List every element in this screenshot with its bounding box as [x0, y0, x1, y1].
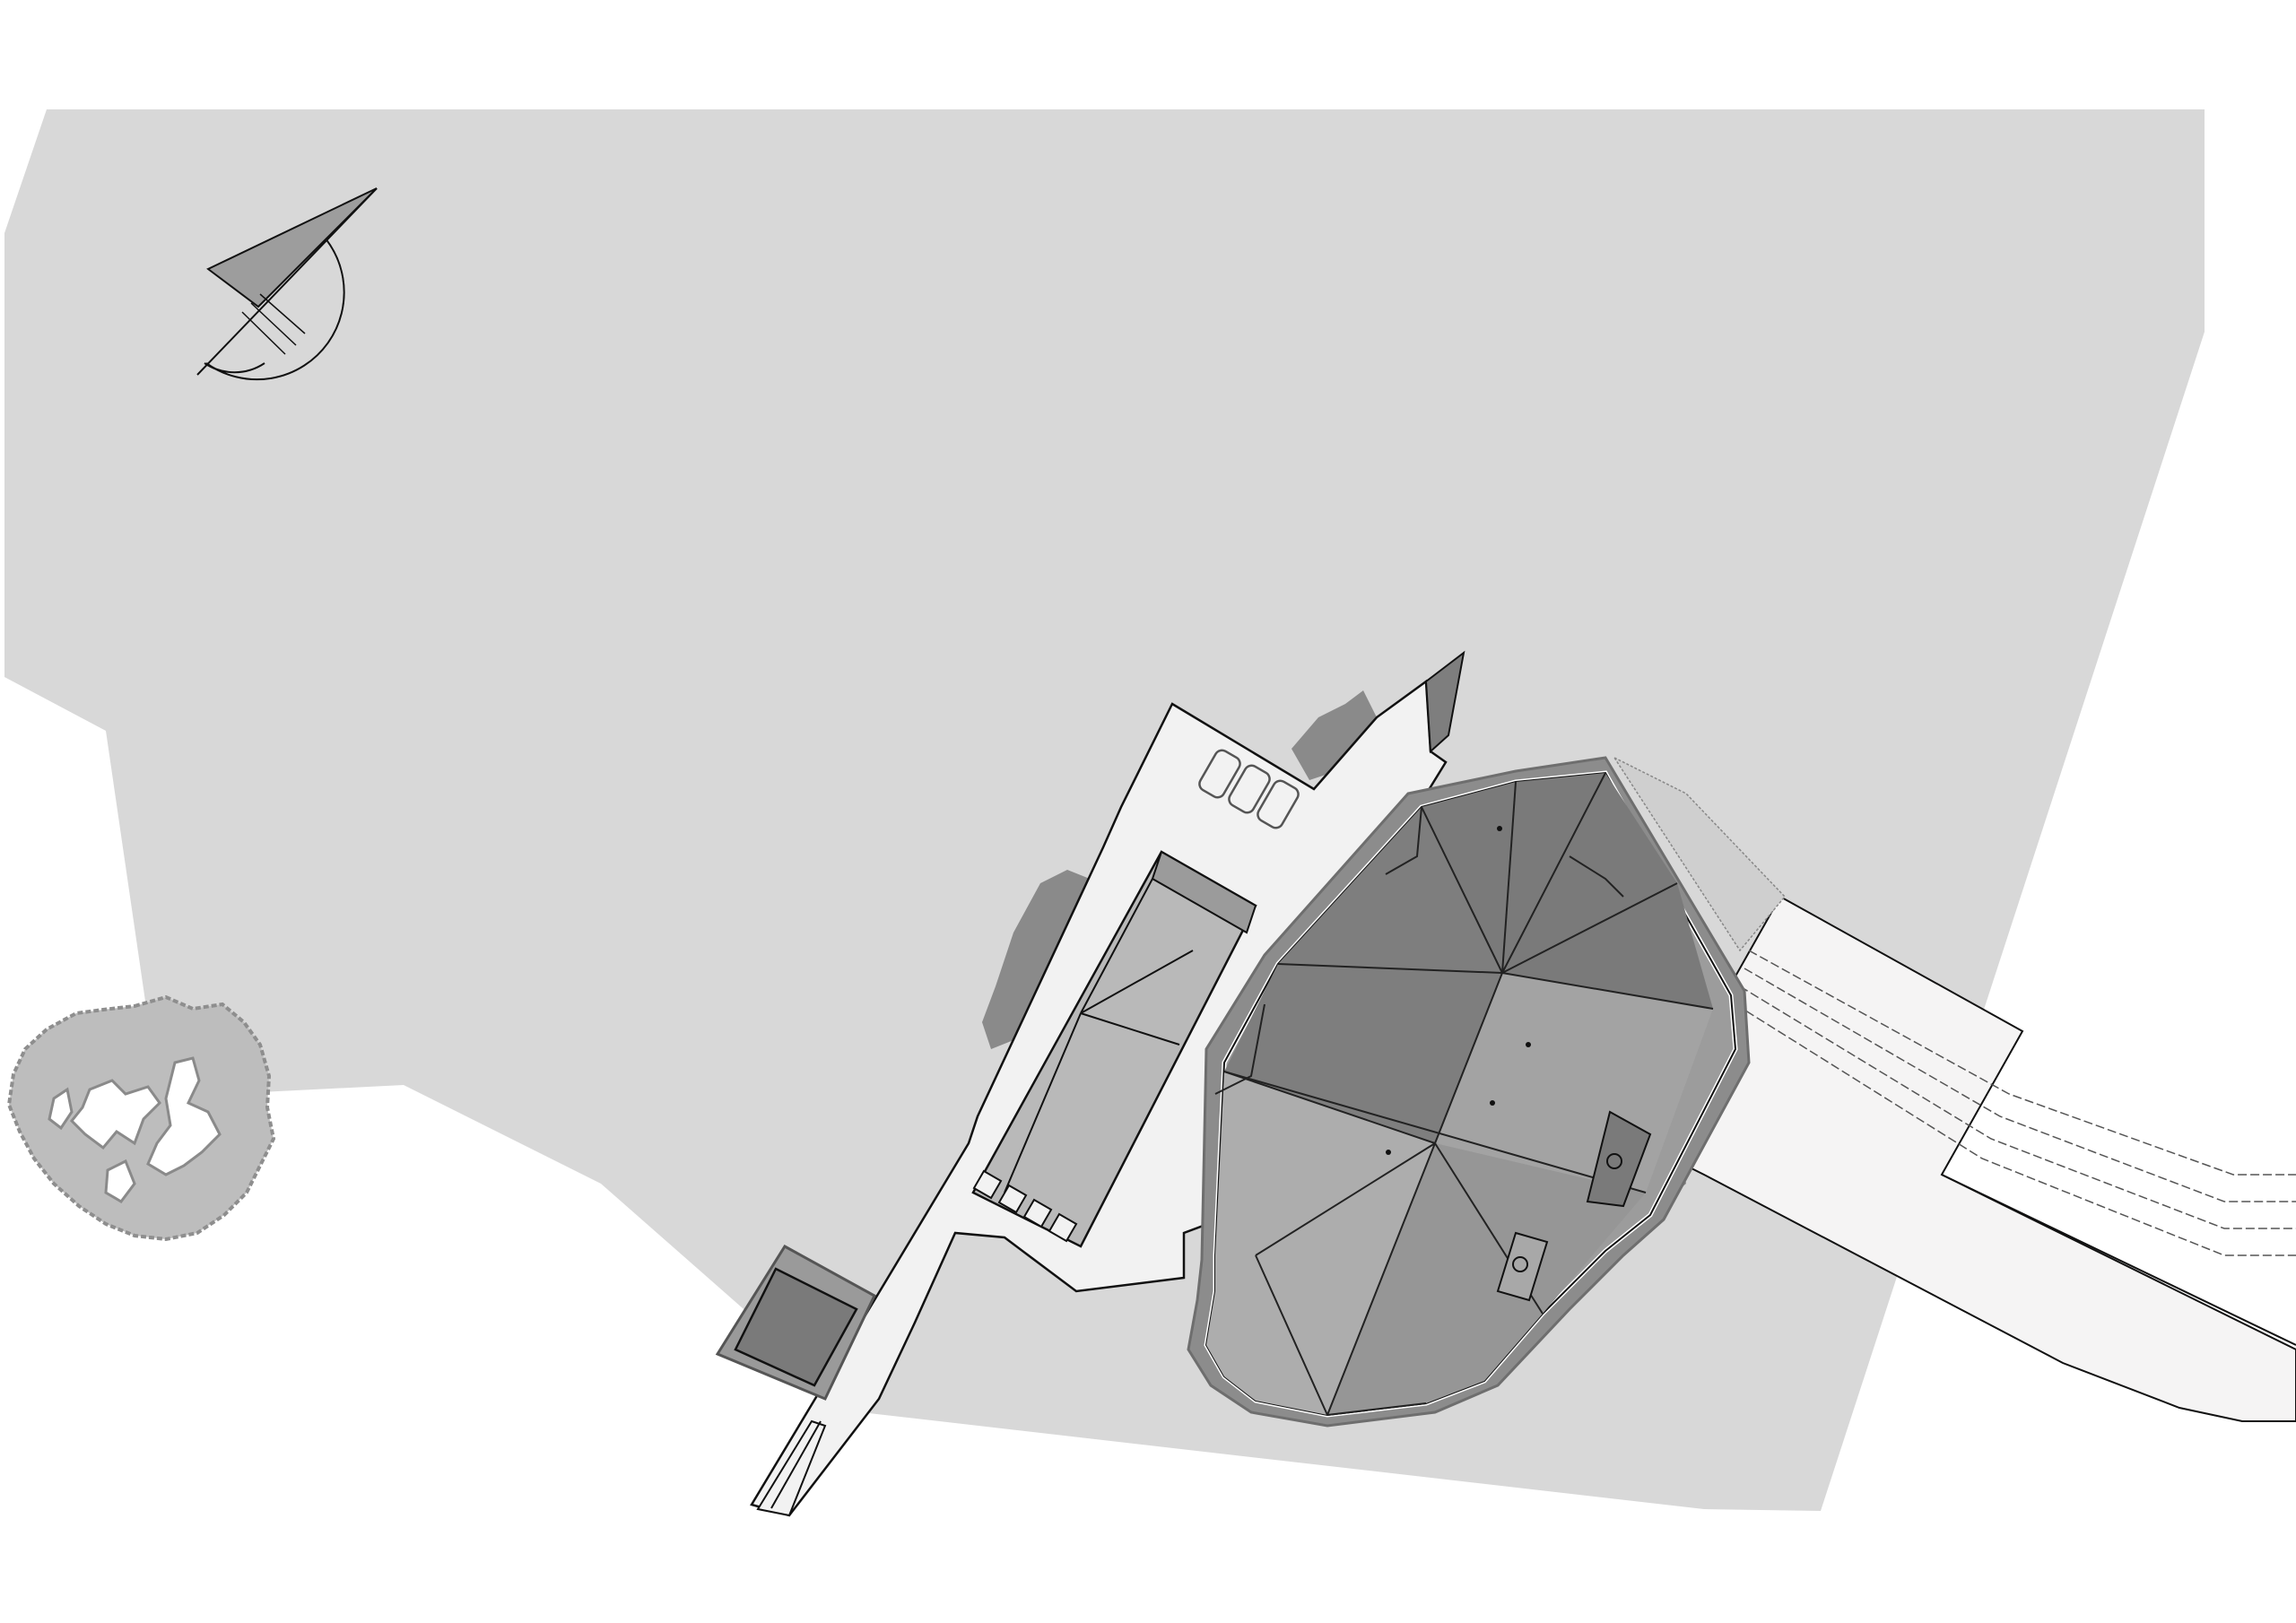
small-pavilion [715, 1245, 876, 1401]
tree-canopy [6, 994, 276, 1242]
annex-building [971, 850, 1257, 1248]
parking-bays [1198, 749, 1300, 829]
chapel-building [1187, 756, 1751, 1428]
north-arrow-icon [196, 187, 378, 381]
